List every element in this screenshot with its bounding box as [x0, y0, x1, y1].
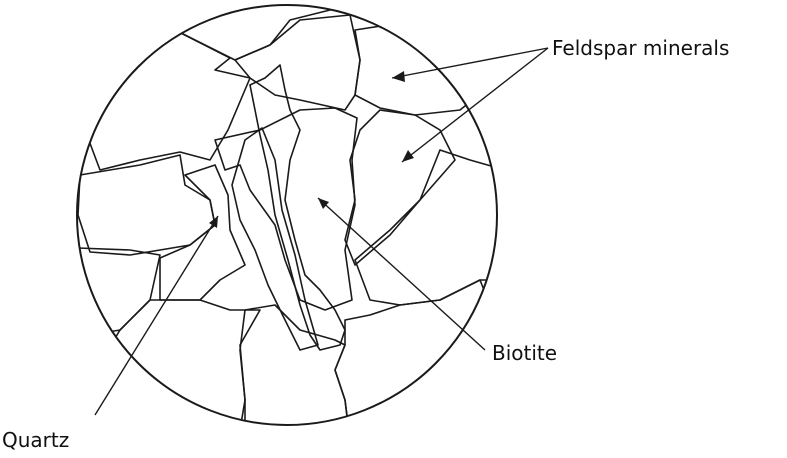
- quartz-grain-bottom-left: [90, 300, 260, 430]
- feldspar-leader-1: [392, 48, 548, 78]
- quartz-grain-bottom-right: [335, 280, 500, 440]
- feldspar-grain-top-right: [355, 20, 485, 115]
- feldspar-leader-2: [402, 48, 548, 162]
- biotite-grain: [215, 108, 357, 310]
- feldspar-grain-upper-left: [85, 30, 250, 170]
- biotite-label: Biotite: [492, 341, 557, 365]
- quartz-leader: [95, 216, 218, 415]
- grain-top-middle: [235, 15, 360, 110]
- quartz-label: Quartz: [2, 428, 69, 452]
- feldspar-label: Feldspar minerals: [552, 36, 729, 60]
- feldspar-grain-left: [78, 155, 215, 255]
- quartz-grain-right: [355, 150, 505, 305]
- mineral-grains: [60, 0, 505, 440]
- feldspar-arrowhead-1: [392, 71, 405, 82]
- quartz-grain-lower-left: [75, 248, 160, 335]
- grain-top-blank: [60, 0, 350, 60]
- field-of-view-circle: [77, 5, 497, 425]
- feldspar-arrowhead-2: [402, 150, 414, 162]
